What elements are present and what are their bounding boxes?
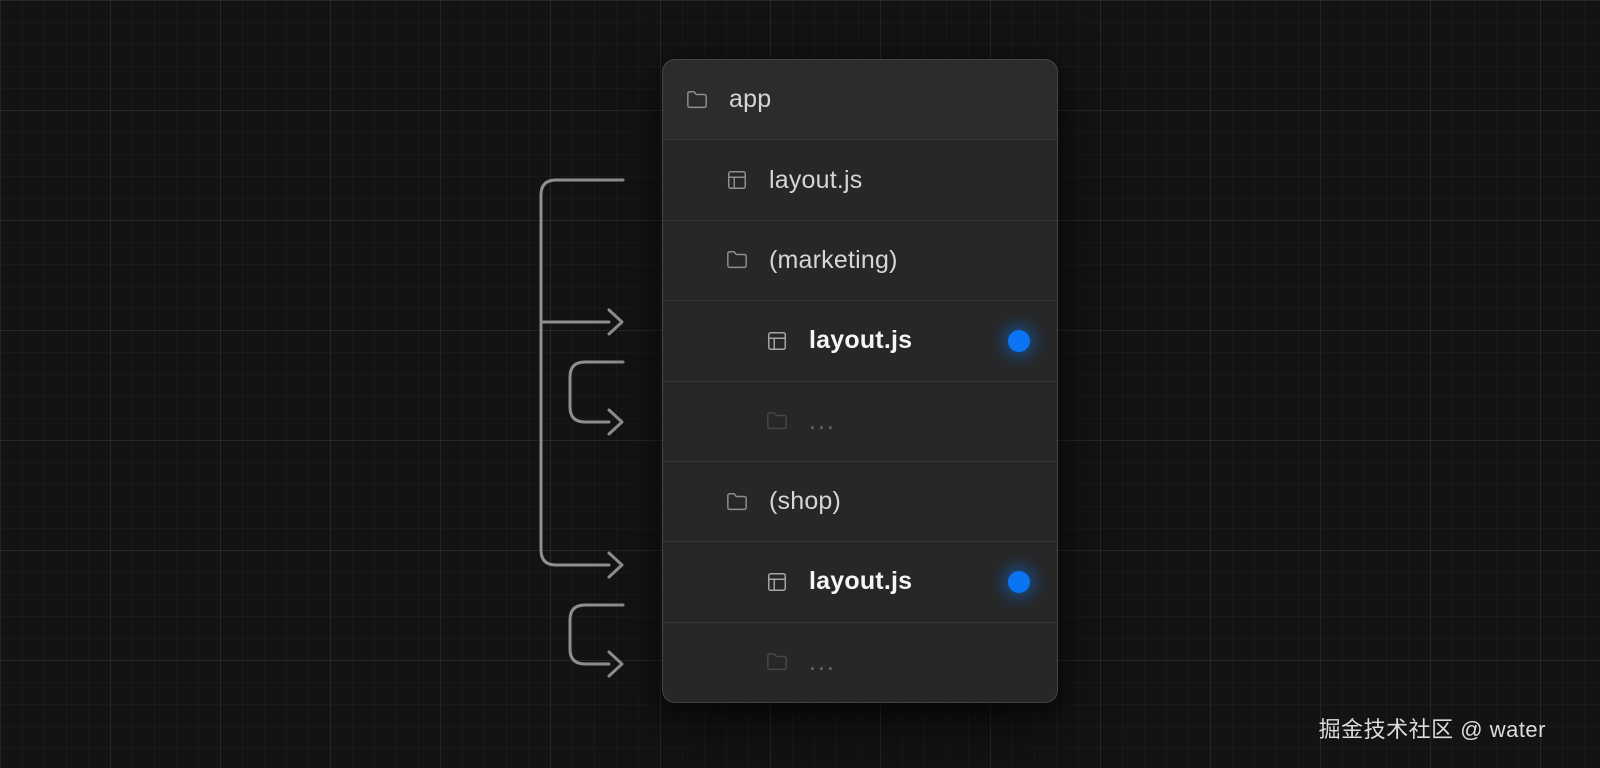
tree-row-marketing-group: (marketing) xyxy=(663,219,1057,300)
arrowhead xyxy=(607,650,624,678)
row-label: ... xyxy=(809,406,836,435)
arrow-marketing-page xyxy=(568,360,625,424)
row-label: (marketing) xyxy=(769,245,898,274)
panels-top-left-icon xyxy=(768,572,786,591)
row-label: layout.js xyxy=(809,567,913,596)
arrowhead xyxy=(607,408,624,436)
tree-row-shop-group: (shop) xyxy=(663,460,1057,541)
folder-icon xyxy=(767,412,787,430)
row-label: (shop) xyxy=(769,487,842,516)
arrowhead xyxy=(607,308,624,336)
folder-icon xyxy=(727,251,747,269)
row-label: layout.js xyxy=(809,326,913,355)
row-label: layout.js xyxy=(769,165,863,194)
panels-top-left-icon xyxy=(768,331,786,350)
active-layout-dot xyxy=(1008,329,1030,352)
panels-top-left-icon xyxy=(728,171,746,190)
arrowhead xyxy=(607,551,624,579)
active-layout-dot xyxy=(1008,570,1030,593)
tree-row-root-layout: layout.js xyxy=(663,139,1057,219)
folder-icon xyxy=(687,90,707,108)
tree-row-app: app xyxy=(663,60,1057,139)
tree-row-shop-children: ... xyxy=(663,621,1057,702)
arrow-shop-page xyxy=(568,603,625,666)
folder-icon xyxy=(727,492,747,510)
watermark: 掘金技术社区 @ water xyxy=(1318,717,1546,742)
tree-row-shop-layout: layout.js xyxy=(663,541,1057,621)
tree-row-marketing-children: ... xyxy=(663,380,1057,461)
arrow-root-layout xyxy=(539,178,625,567)
row-label: ... xyxy=(809,647,836,676)
file-tree-panel: app layout.js (marketing) layout.js ... … xyxy=(662,59,1058,703)
row-label: app xyxy=(729,85,772,114)
tree-row-marketing-layout: layout.js xyxy=(663,300,1057,380)
folder-icon xyxy=(767,653,787,671)
